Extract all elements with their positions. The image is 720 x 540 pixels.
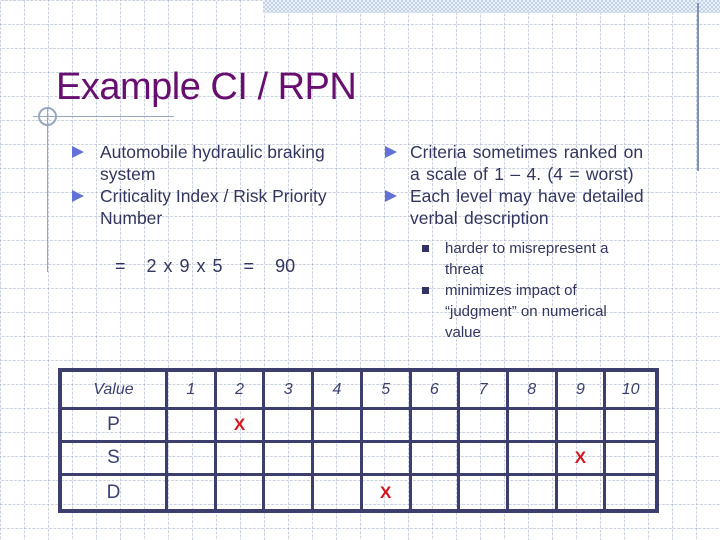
list-item: Each level may have detailed verbal desc… xyxy=(385,185,677,229)
table-header-cell: 8 xyxy=(508,372,558,410)
square-bullet-icon xyxy=(422,280,445,294)
table-cell xyxy=(411,410,461,443)
table-cell: X xyxy=(216,410,266,443)
table-cell xyxy=(460,476,509,509)
table-cell xyxy=(557,410,607,443)
table-cell xyxy=(216,443,266,476)
table-cell xyxy=(362,443,412,476)
table-cell: X xyxy=(557,443,607,476)
table-cell xyxy=(265,410,315,443)
table-cell xyxy=(314,476,363,509)
table-header-cell: 10 xyxy=(606,372,655,410)
triangle-bullet-icon xyxy=(385,185,410,202)
triangle-bullet-icon xyxy=(72,141,100,158)
table-cell xyxy=(314,443,363,476)
table-cell xyxy=(509,476,558,509)
bullet-line: Number xyxy=(100,208,163,228)
table-cell xyxy=(314,410,363,443)
triangle-bullet-icon xyxy=(385,141,410,158)
table-header-cell: Value xyxy=(62,372,168,410)
bullet-line: Automobile hydraulic braking xyxy=(100,142,325,162)
table-cell xyxy=(606,410,655,443)
sub-bullet-line: minimizes impact of xyxy=(445,282,577,299)
table-cell xyxy=(265,443,315,476)
sub-bullet-line: harder to misrepresent a xyxy=(445,240,609,257)
table-header-cell: 3 xyxy=(265,372,315,410)
table-cell xyxy=(265,476,315,509)
page-title: Example CI / RPN xyxy=(56,66,357,108)
sub-bullet-text: minimizes impact of “judgment” on numeri… xyxy=(445,280,607,343)
table-header-cell: 7 xyxy=(460,372,509,410)
sub-bullet-line: threat xyxy=(445,261,484,278)
table-header-cell: 4 xyxy=(314,372,363,410)
list-item: Criteria sometimes ranked on a scale of … xyxy=(385,141,677,185)
table-cell xyxy=(217,476,266,509)
right-decorative-line xyxy=(697,3,699,171)
bullet-line: verbal description xyxy=(410,208,549,228)
sub-bullet-line: “judgment” on numerical xyxy=(445,303,607,320)
rating-table: Value 1 2 3 4 5 6 7 8 9 10 P X S X D xyxy=(58,368,659,513)
table-cell xyxy=(362,410,412,443)
list-item: Criticality Index / Risk Priority Number xyxy=(72,185,382,229)
left-decorative-line xyxy=(47,109,48,272)
bullet-text: Criteria sometimes ranked on a scale of … xyxy=(410,141,643,185)
table-cell xyxy=(508,443,558,476)
table-cell: X xyxy=(363,476,412,509)
rpn-equation: = 2 x 9 x 5 = 90 xyxy=(115,256,296,276)
table-cell xyxy=(606,443,655,476)
table-header-cell: 5 xyxy=(362,372,412,410)
list-item: Automobile hydraulic braking system xyxy=(72,141,382,185)
square-bullet-icon xyxy=(422,238,445,252)
table-cell xyxy=(168,410,217,443)
table-cell xyxy=(168,443,217,476)
table-cell xyxy=(411,443,461,476)
bullet-line: Each level may have detailed xyxy=(410,186,644,206)
bullet-text: Automobile hydraulic braking system xyxy=(100,141,325,185)
table-row-label: S xyxy=(62,443,168,476)
sub-list-item: harder to misrepresent a threat xyxy=(422,238,677,280)
table-header-cell: 6 xyxy=(411,372,461,410)
table-cell xyxy=(460,410,509,443)
table-cell xyxy=(460,443,509,476)
sub-bullet-text: harder to misrepresent a threat xyxy=(445,238,608,280)
triangle-bullet-icon xyxy=(72,185,100,202)
bullet-text: Each level may have detailed verbal desc… xyxy=(410,185,644,229)
right-bullet-list: Criteria sometimes ranked on a scale of … xyxy=(385,141,677,343)
table-row-label: D xyxy=(62,476,168,509)
bullet-line: Criticality Index / Risk Priority xyxy=(100,186,327,206)
table-cell xyxy=(412,476,461,509)
table-header-cell: 2 xyxy=(216,372,266,410)
table-cell xyxy=(508,410,558,443)
left-bullet-list: Automobile hydraulic braking system Crit… xyxy=(72,141,382,229)
table-cell xyxy=(606,476,655,509)
title-underline xyxy=(33,116,174,117)
sub-list-item: minimizes impact of “judgment” on numeri… xyxy=(422,280,677,343)
table-row-label: P xyxy=(62,410,168,443)
table-cell xyxy=(558,476,607,509)
bullet-text: Criticality Index / Risk Priority Number xyxy=(100,185,327,229)
compass-circle-icon xyxy=(38,107,57,126)
table-header-cell: 9 xyxy=(557,372,607,410)
bullet-line: Criteria sometimes ranked on xyxy=(410,142,644,162)
bullet-line: system xyxy=(100,164,156,184)
sub-bullet-line: value xyxy=(445,324,481,341)
top-decorative-bar xyxy=(263,0,720,13)
bullet-line: a scale of 1 – 4. (4 = worst) xyxy=(410,164,634,184)
sub-bullet-list: harder to misrepresent a threat minimize… xyxy=(422,238,677,343)
table-cell xyxy=(168,476,217,509)
table-header-cell: 1 xyxy=(168,372,217,410)
